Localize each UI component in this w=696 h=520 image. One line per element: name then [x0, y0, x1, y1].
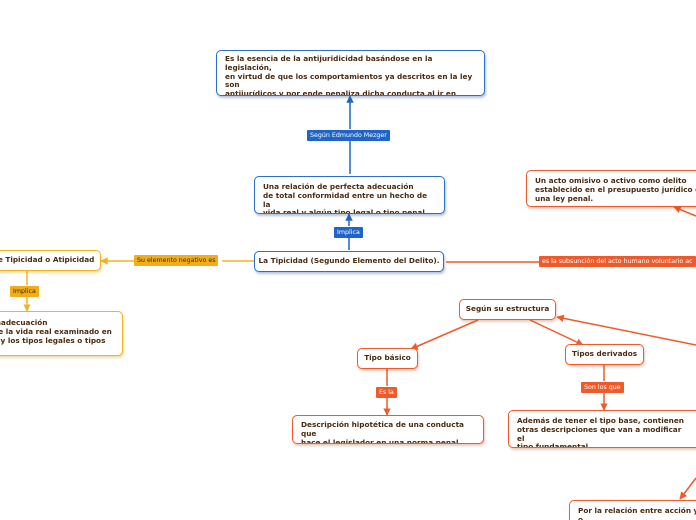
label-segun-mezger: Según Edmundo Mezger: [307, 130, 390, 141]
node-central-tipicidad[interactable]: La Tipicidad (Segundo Elemento del Delit…: [254, 251, 444, 272]
node-inadecuacion[interactable]: Inadecuación de la vida real examinado e…: [0, 311, 123, 356]
node-atipicidad[interactable]: de Tipicidad o Atipicidad: [0, 250, 101, 271]
edge-acto-omisivo: [673, 206, 696, 217]
node-tipos-derivados[interactable]: Tipos derivados: [565, 344, 644, 365]
edge-estructura-to-tipo-basico: [410, 319, 479, 350]
label-implica-yellow: Implica: [10, 286, 39, 297]
node-ademas-tipo-base[interactable]: Además de tener el tipo base, contienen …: [508, 410, 696, 448]
label-subsuncion: es la subsunción del acto humano volunta…: [539, 256, 696, 267]
label-es-la: Es la: [376, 387, 397, 398]
edge-relacion-accion: [679, 477, 696, 500]
node-descripcion-hipotetica[interactable]: Descripción hipotética de una conducta q…: [292, 415, 484, 444]
node-segun-estructura[interactable]: Según su estructura: [459, 299, 556, 320]
label-elemento-negativo: Su elemento negativo es: [134, 255, 219, 266]
node-tipo-basico[interactable]: Tipo básico: [357, 348, 418, 369]
node-relacion-adecuacion[interactable]: Una relación de perfecta adecuación de t…: [254, 176, 445, 214]
node-relacion-accion[interactable]: Por la relación entre acción y o acción: [569, 500, 696, 520]
edge-estructura-incoming: [556, 314, 696, 346]
node-acto-omisivo[interactable]: Un acto omisivo o activo como delito est…: [526, 170, 696, 207]
node-esencia-antijuridicidad[interactable]: Es la esencia de la antijuridicidad basá…: [216, 50, 485, 96]
label-implica-blue: Implica: [334, 227, 363, 238]
label-son-los-que: Son los que: [581, 382, 624, 393]
edge-estructura-to-derivados: [529, 319, 584, 346]
